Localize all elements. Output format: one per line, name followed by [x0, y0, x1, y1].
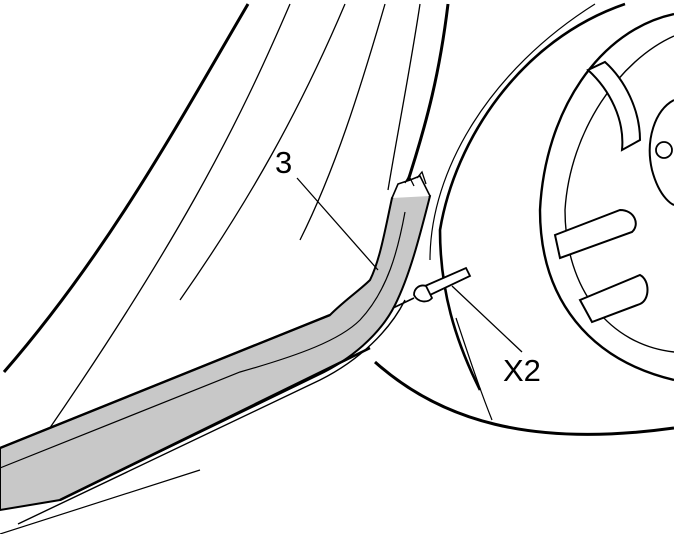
tire-outer [438, 2, 626, 391]
callout-label-3: 3 [275, 145, 293, 180]
rim-inner-ring [564, 35, 674, 353]
leader-line-3 [296, 177, 379, 271]
rim-bolt [655, 141, 673, 159]
tire-inner-line [455, 317, 493, 421]
rim-spoke-middle [553, 208, 637, 260]
fender-edge [403, 3, 450, 191]
fastener-x2-body [423, 266, 472, 297]
sill-trim [0, 190, 432, 512]
sill-clip [404, 170, 427, 187]
sill-bottom-line [59, 346, 371, 502]
arch-lip-line-2 [179, 3, 346, 301]
arch-lip-line-3 [299, 3, 386, 241]
sill-trim-edge-highlight [0, 211, 406, 469]
tire-shoulder [429, 3, 596, 261]
fastener-x2-shaft [392, 297, 415, 309]
arch-lip-line-1 [7, 3, 291, 489]
tire-lower-arc [374, 360, 674, 436]
leader-line-x2 [451, 285, 523, 353]
rim-outer-ring [538, 12, 674, 382]
body-outer-edge [2, 3, 250, 373]
rim-spoke-lower [578, 273, 649, 324]
fastener-x2-head [413, 284, 434, 303]
callout-label-x2: X2 [503, 353, 541, 388]
rim-spoke-upper [586, 60, 642, 152]
sill-upper-edge [0, 313, 331, 450]
sill-lower-body-line [17, 299, 406, 525]
arch-lip-line-4 [387, 3, 421, 191]
sill-end-cap [391, 174, 431, 199]
ground-line [0, 469, 201, 534]
